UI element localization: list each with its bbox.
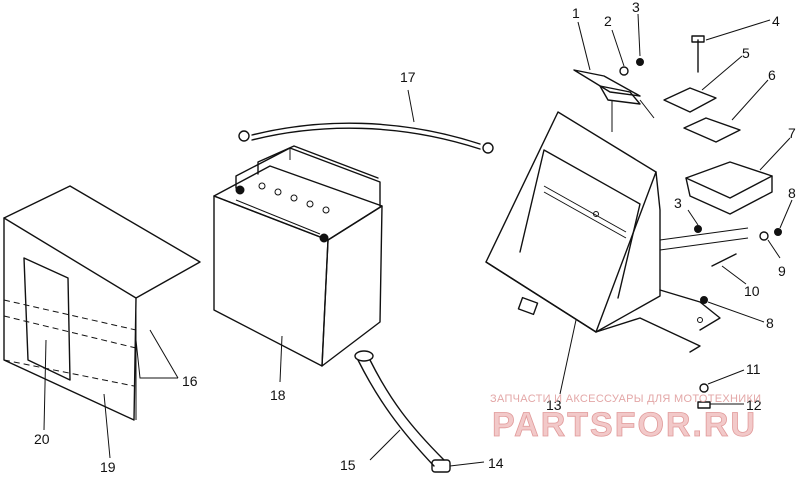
callout-1: 1 — [572, 5, 580, 21]
watermark-caption: ЗАПЧАСТИ И АКСЕССУАРЫ ДЛЯ МОТОТЕХНИКИ — [490, 393, 761, 405]
callout-8-lower: 8 — [766, 315, 774, 331]
callout-6: 6 — [768, 67, 776, 83]
cover-window — [23, 257, 71, 381]
callout-8: 8 — [788, 185, 796, 201]
callout-15: 15 — [340, 457, 356, 473]
watermark-logo: PARTSFOR.RU — [492, 406, 757, 444]
callout-3-lower: 3 — [674, 195, 682, 211]
callout-5: 5 — [742, 45, 750, 61]
callout-16: 16 — [182, 373, 198, 389]
callout-20: 20 — [34, 431, 50, 447]
callout-4: 4 — [772, 13, 780, 29]
callout-13: 13 — [546, 397, 562, 413]
callout-14: 14 — [488, 455, 504, 471]
watermark: ЗАПЧАСТИ И АКСЕССУАРЫ ДЛЯ МОТОТЕХНИКИ PA… — [490, 393, 761, 444]
battery-box — [485, 111, 749, 353]
callout-18: 18 — [270, 387, 286, 403]
battery — [213, 145, 383, 367]
callout-12: 12 — [746, 397, 762, 413]
battery-cover — [3, 185, 201, 421]
callout-9: 9 — [778, 263, 786, 279]
solenoid-hardware — [573, 35, 782, 409]
leader-lines — [43, 13, 793, 467]
callout-11: 11 — [746, 361, 761, 377]
callout-3: 3 — [632, 0, 640, 15]
callout-10: 10 — [744, 283, 760, 299]
callout-7: 7 — [788, 125, 796, 141]
battery-cable — [238, 122, 494, 154]
callout-19: 19 — [100, 459, 116, 475]
vent-tube — [354, 350, 451, 473]
callout-labels: 1 2 3 4 5 6 7 3 8 9 10 8 11 12 13 14 15 … — [34, 0, 796, 475]
battery-terminal — [235, 185, 245, 195]
callout-17: 17 — [400, 69, 416, 85]
callout-2: 2 — [604, 13, 612, 29]
battery-terminal — [319, 233, 329, 243]
